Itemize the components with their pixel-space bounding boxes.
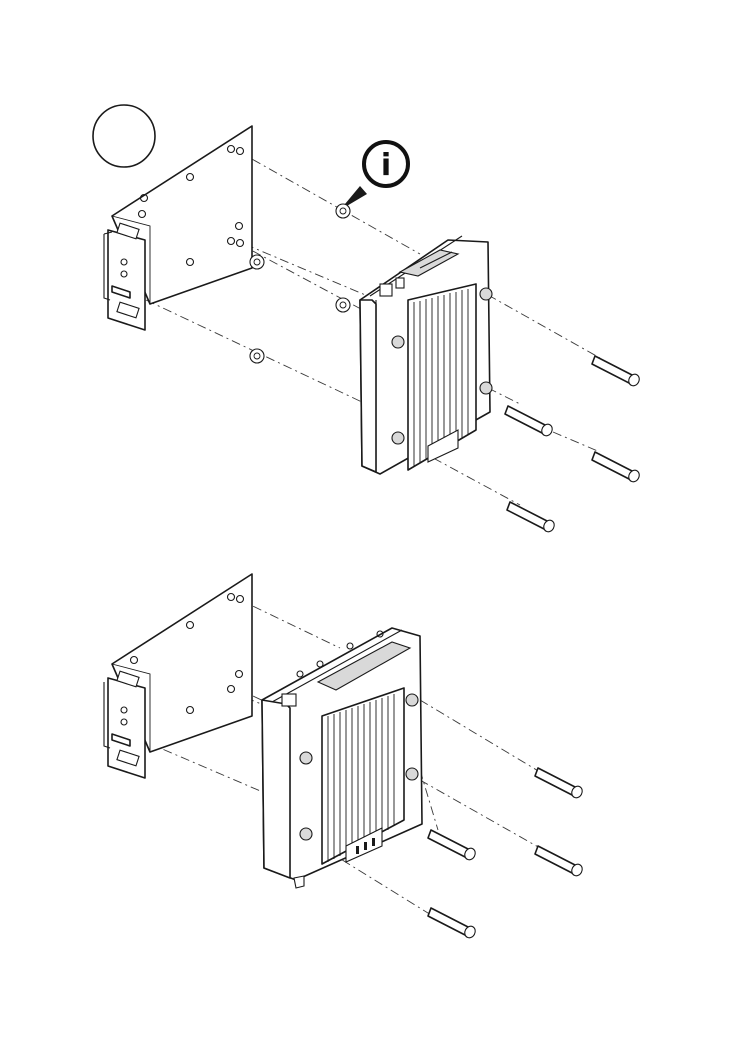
- washers-top: [250, 204, 350, 363]
- screw: [592, 452, 641, 484]
- washer: [250, 349, 264, 363]
- screw: [507, 502, 556, 534]
- din-clip-top: [104, 223, 145, 330]
- device-top: [360, 236, 492, 474]
- screws-top: [505, 356, 641, 534]
- washer: [336, 204, 350, 218]
- screw: [428, 830, 477, 862]
- info-letter: i: [381, 148, 391, 183]
- info-callout-icon: i: [340, 142, 408, 210]
- washer: [250, 255, 264, 269]
- panel-top: [104, 126, 641, 534]
- mounting-bracket-bottom: [104, 574, 252, 778]
- screws-bottom: [428, 768, 584, 940]
- mounting-bracket-top: [104, 126, 252, 330]
- device-bottom: [262, 628, 422, 888]
- screw: [505, 406, 554, 438]
- screw: [428, 908, 477, 940]
- screw: [592, 356, 641, 388]
- panel-bottom: [104, 574, 584, 940]
- screw: [535, 768, 584, 800]
- step-badge: [93, 105, 155, 167]
- din-clip-bottom: [104, 671, 145, 778]
- washer: [336, 298, 350, 312]
- screw: [535, 846, 584, 878]
